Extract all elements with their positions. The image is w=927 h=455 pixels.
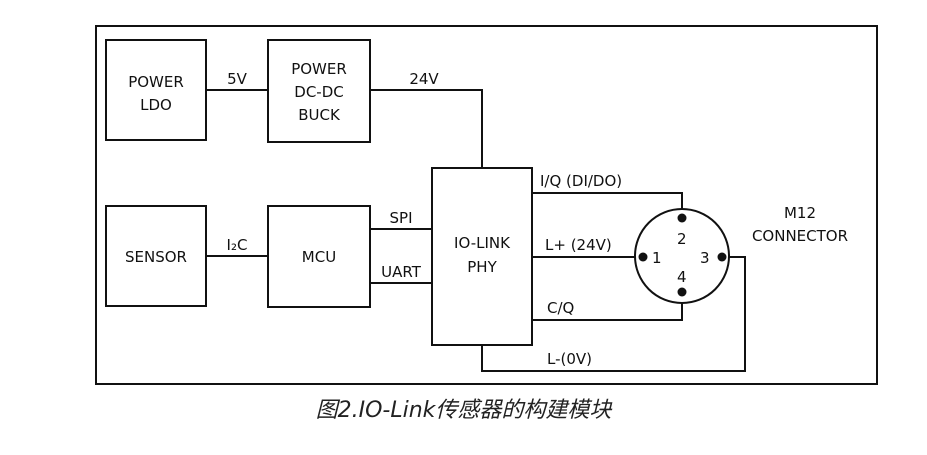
block-sensor [105,205,207,307]
figure-caption: 图2.IO-Link传感器的构建模块 [315,398,612,423]
power-ldo-label-1: POWER [128,73,184,91]
signal-5v-label: 5V [227,70,248,88]
signal-i2c-label: I₂C [227,236,248,254]
signal-spi-label: SPI [390,209,413,227]
diagram-frame [95,25,878,385]
connector-label-1: M12 [784,204,816,222]
signal-lplus-label: L+ (24V) [545,236,612,254]
sensor-label: SENSOR [125,248,187,266]
block-power-ldo [105,39,207,141]
pin-dot-1 [638,252,648,262]
connector-label-2: CONNECTOR [752,227,848,245]
mcu-label: MCU [302,248,336,266]
pin-dot-2 [677,213,687,223]
block-iolink-phy [431,167,533,346]
wire-24v [370,89,483,168]
pin-dot-4 [677,287,687,297]
pin-number-3: 3 [700,249,710,267]
m12-connector-circle [634,208,730,304]
signal-uart-label: UART [381,263,422,281]
signal-iq-label: I/Q (DI/DO) [540,172,622,190]
block-mcu [267,205,371,308]
pin-number-2: 2 [677,230,687,248]
power-ldo-label-2: LDO [140,96,172,114]
pin-dot-3 [717,252,727,262]
power-buck-label-2: DC-DC [294,83,343,101]
signal-cq-label: C/Q [547,299,574,317]
signal-lminus-label: L-(0V) [547,350,592,368]
phy-label-1: IO-LINK [454,234,511,252]
pin-number-1: 1 [652,249,662,267]
phy-label-2: PHY [467,258,497,276]
power-buck-label-3: BUCK [298,106,341,124]
wire-lminus [481,256,746,372]
block-power-buck [267,39,371,143]
pin-number-4: 4 [677,268,687,286]
power-buck-label-1: POWER [291,60,347,78]
signal-24v-label: 24V [409,70,439,88]
